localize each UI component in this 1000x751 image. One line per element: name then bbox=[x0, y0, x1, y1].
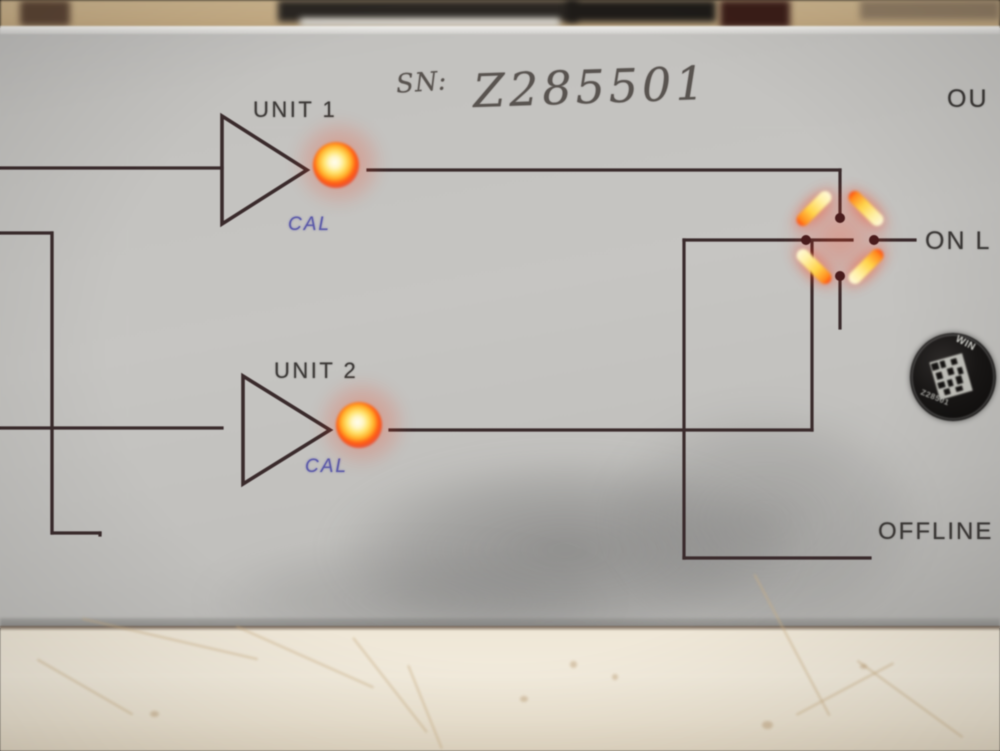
marble-speck-2 bbox=[612, 674, 618, 680]
marble-vein-2 bbox=[236, 625, 374, 689]
label-output: OU bbox=[947, 85, 989, 113]
bridge-indicator[interactable] bbox=[778, 176, 902, 300]
marble-vein-6 bbox=[795, 662, 895, 716]
led-unit-1[interactable] bbox=[313, 142, 359, 188]
wire-left-loop-upper bbox=[0, 231, 102, 535]
mimic-schematic bbox=[0, 112, 917, 560]
marble-countertop bbox=[0, 573, 1000, 751]
marble-speck-4 bbox=[762, 721, 773, 729]
marble-speck-5 bbox=[860, 664, 867, 669]
label-online: ON L bbox=[925, 227, 992, 255]
marble-speck-1 bbox=[570, 661, 577, 668]
marble-vein-7 bbox=[856, 659, 964, 739]
marble-vein-8 bbox=[36, 658, 134, 716]
led-unit-2[interactable] bbox=[336, 402, 382, 448]
marble-speck-6 bbox=[150, 711, 159, 717]
handwriting-serial-number: Z285501 bbox=[472, 55, 710, 119]
background-object-dark-right bbox=[566, 0, 716, 22]
handwriting-sn-prefix: SN: bbox=[395, 66, 449, 100]
background-object-door bbox=[720, 0, 790, 28]
background-object-left bbox=[20, 0, 70, 26]
marble-speck-3 bbox=[520, 696, 528, 702]
label-offline: OFFLINE bbox=[878, 518, 994, 545]
marble-vein-4 bbox=[407, 664, 443, 750]
label-unit-1-cal: CAL bbox=[288, 214, 331, 235]
background-object-far-right bbox=[860, 0, 1000, 20]
tamper-seal-sticker[interactable]: WIN Z28501 bbox=[910, 333, 996, 421]
